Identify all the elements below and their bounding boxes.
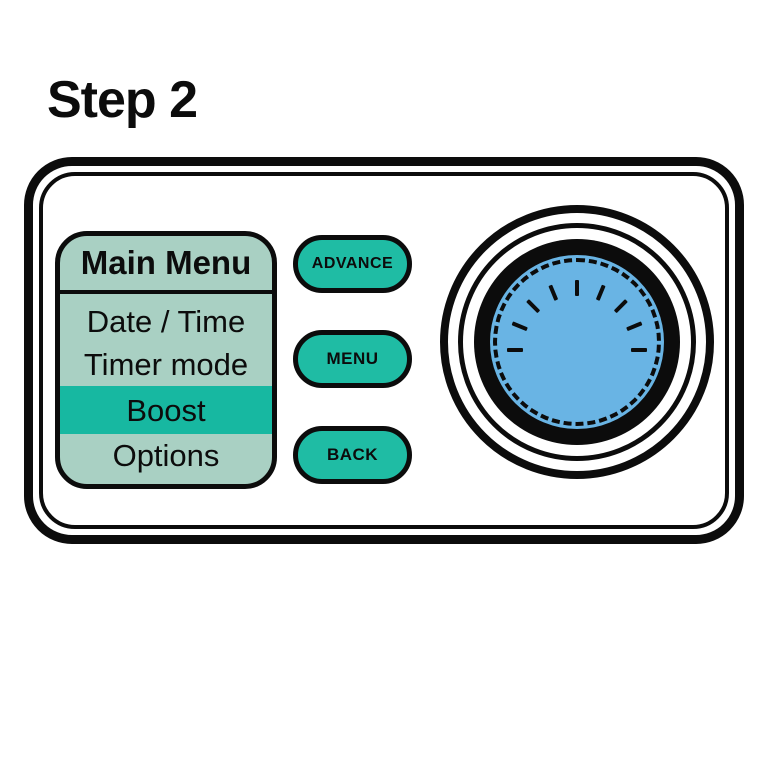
- dial-outer-ring: [458, 223, 696, 461]
- rotary-dial[interactable]: [440, 205, 714, 479]
- back-button[interactable]: BACK: [293, 426, 412, 484]
- dial-tick: [575, 280, 579, 296]
- dial-dashed-border: [493, 258, 661, 426]
- menu-item-date-time[interactable]: Date / Time: [86, 304, 246, 339]
- step-title: Step 2: [47, 71, 198, 129]
- menu-button[interactable]: MENU: [293, 330, 412, 388]
- advance-button[interactable]: ADVANCE: [293, 235, 412, 293]
- dial-tick: [507, 348, 523, 352]
- device-panel-bezel: [39, 172, 729, 529]
- menu-item-timer-mode[interactable]: Timer mode: [83, 347, 249, 382]
- menu-item-boost[interactable]: Boost: [60, 386, 272, 434]
- menu-item-options[interactable]: Options: [112, 438, 220, 473]
- device-panel: Main Menu Date / Time Timer mode Boost O…: [24, 157, 744, 544]
- menu-title: Main Menu: [60, 236, 272, 294]
- dial-tick: [631, 348, 647, 352]
- menu-item-list: Date / Time Timer mode Boost Options: [60, 294, 272, 477]
- menu-display: Main Menu Date / Time Timer mode Boost O…: [55, 231, 277, 489]
